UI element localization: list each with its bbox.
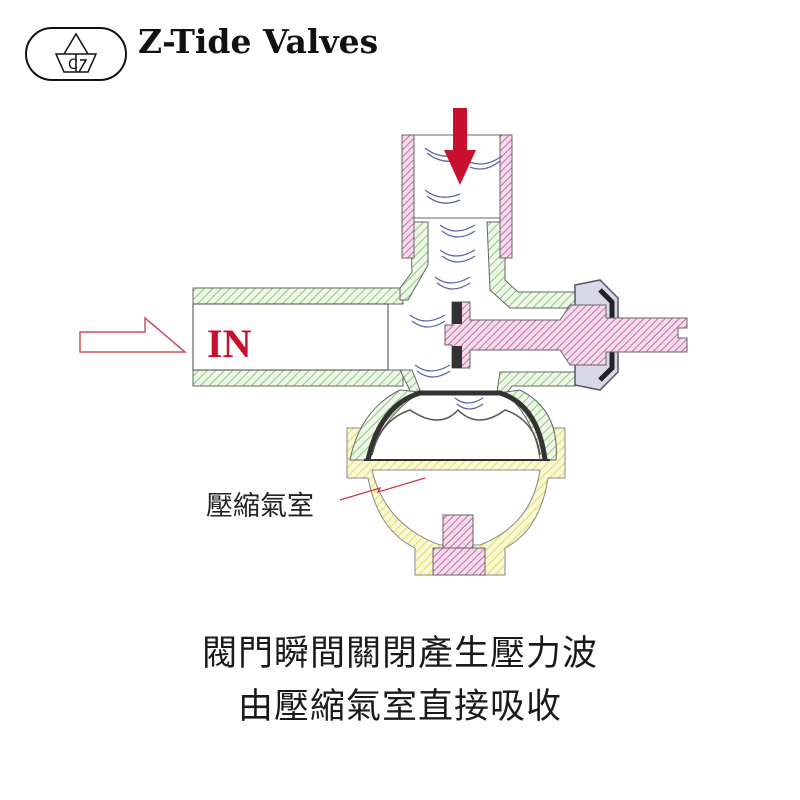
compression-chamber-label: 壓縮氣室 <box>206 491 314 522</box>
valve-stem <box>444 301 688 369</box>
water-wave-icons <box>409 147 503 410</box>
inlet-label: IN <box>207 321 252 366</box>
pressure-arrow-icon <box>444 108 476 185</box>
caption-line-2: 由壓縮氣室直接吸收 <box>237 687 562 727</box>
inlet-arrow-icon <box>79 316 188 353</box>
svg-text:C: C <box>68 57 78 73</box>
compression-chamber-housing <box>346 427 566 576</box>
company-logo: C <box>25 27 127 81</box>
brand-name: Z-Tide Valves <box>138 22 379 61</box>
caption-line-1: 閥門瞬間關閉產生壓力波 <box>201 634 598 674</box>
